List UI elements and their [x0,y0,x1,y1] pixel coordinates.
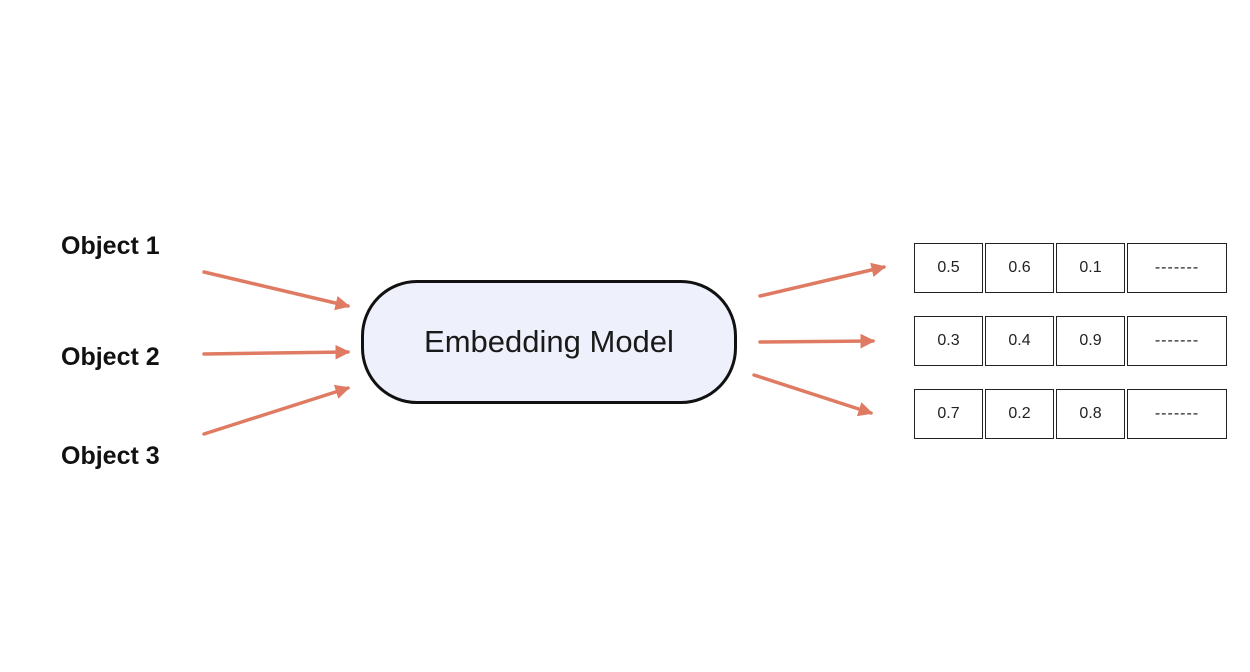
arrow-model-to-vector-3 [752,373,874,417]
vector-cell: 0.5 [914,243,983,293]
vector-ellipsis-cell: ------- [1127,243,1227,293]
arrow-object-1-to-model [202,270,351,311]
vector-ellipsis-cell: ------- [1127,316,1227,366]
vector-cell: 0.2 [985,389,1054,439]
input-label-object-3: Object 3 [61,442,160,470]
vector-cell: 0.1 [1056,243,1125,293]
vector-row-1: 0.5 0.6 0.1 ------- [914,243,1227,293]
vector-cell: 0.3 [914,316,983,366]
input-label-object-1: Object 1 [61,232,160,260]
vector-ellipsis-cell: ------- [1127,389,1227,439]
vector-row-2: 0.3 0.4 0.9 ------- [914,316,1227,366]
vector-cell: 0.9 [1056,316,1125,366]
arrow-object-2-to-model [202,344,351,360]
embedding-model-label: Embedding Model [424,324,674,359]
embedding-model-node: Embedding Model [361,280,737,404]
vector-cell: 0.4 [985,316,1054,366]
vector-cell: 0.6 [985,243,1054,293]
vector-cell: 0.7 [914,389,983,439]
arrow-model-to-vector-1 [758,262,887,298]
input-label-object-2: Object 2 [61,343,160,371]
arrow-model-to-vector-2 [758,333,876,349]
vector-cell: 0.8 [1056,389,1125,439]
vector-row-3: 0.7 0.2 0.8 ------- [914,389,1227,439]
arrow-object-3-to-model [202,384,351,436]
